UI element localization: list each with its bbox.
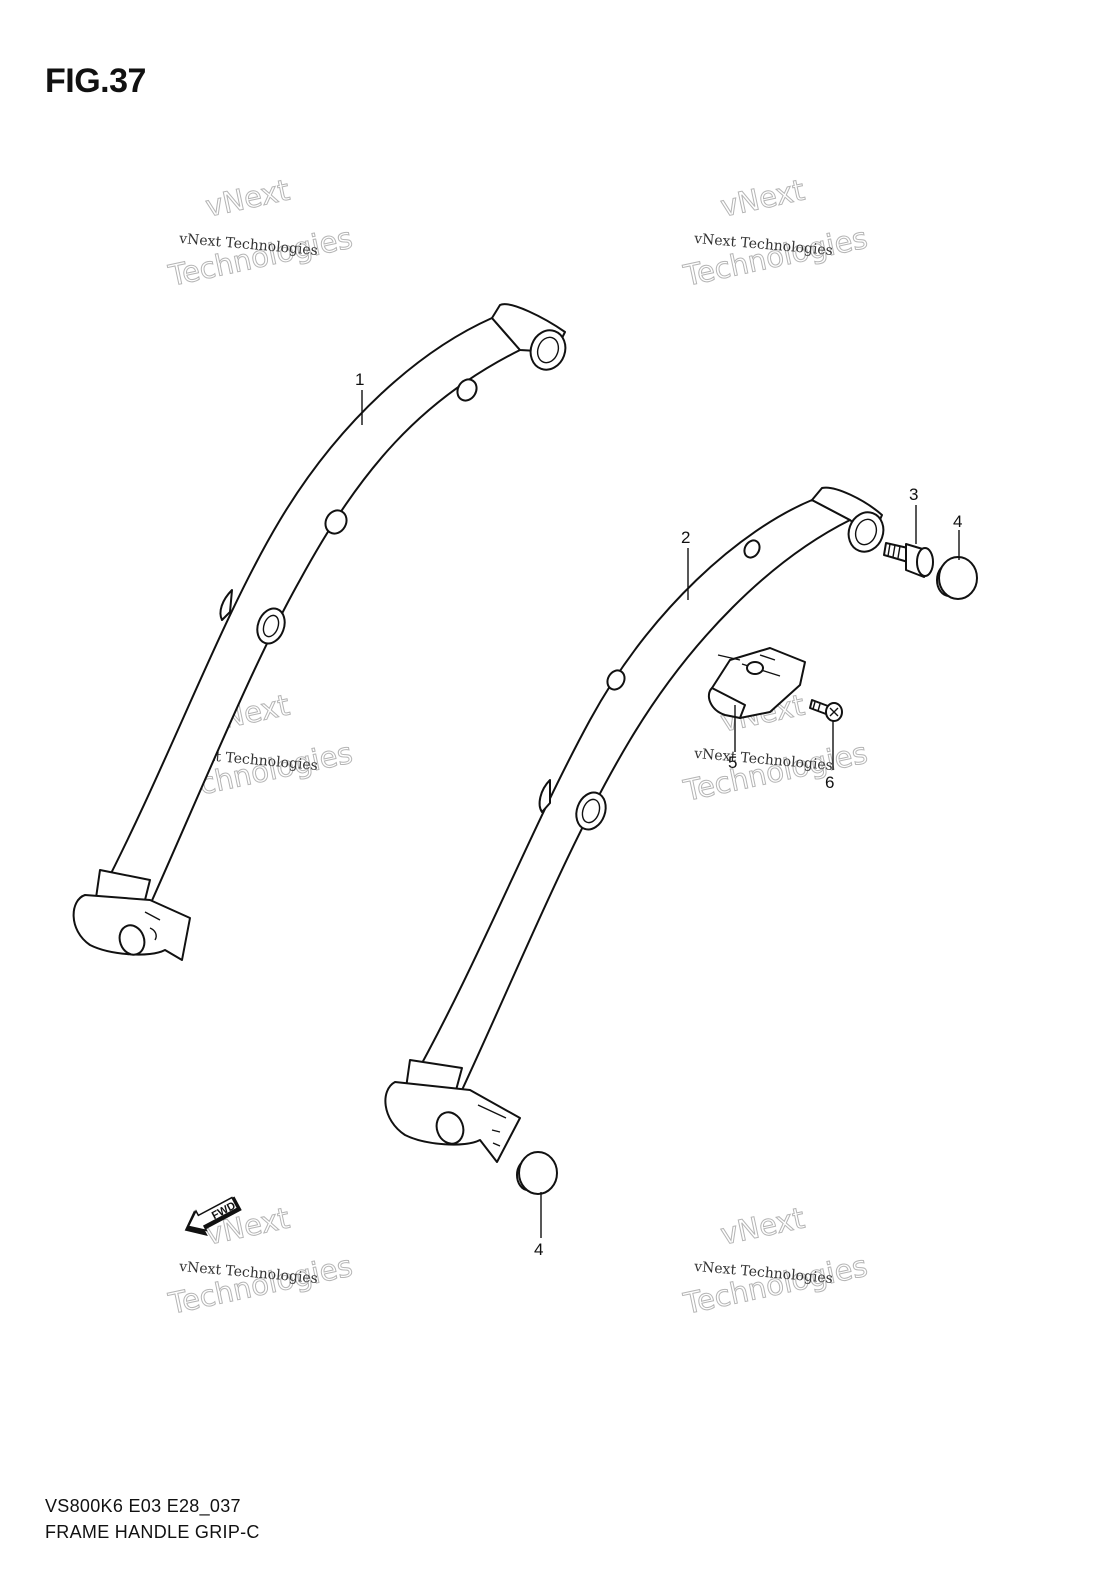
callout-1: 1: [355, 370, 364, 389]
svg-text:vNext: vNext: [717, 173, 807, 224]
watermark-top-right: Technologies vNext vNext Technologies: [680, 172, 871, 293]
handle-grip-right: [384, 486, 885, 1163]
bolt-part-3: [883, 542, 934, 578]
clamp-part-5: [707, 647, 806, 719]
callout-3: 3: [909, 485, 918, 504]
footer-part-name: FRAME HANDLE GRIP-C: [45, 1522, 260, 1542]
callout-4-lower: 4: [534, 1240, 543, 1259]
callout-6: 6: [825, 773, 834, 792]
screw-part-6: [809, 699, 843, 722]
callout-5: 5: [728, 753, 737, 772]
callout-4-upper: 4: [953, 512, 962, 531]
footer-model-code: VS800K6 E03 E28_037: [45, 1496, 241, 1516]
watermark-top-left: Technologies vNext vNext Technologies: [165, 172, 356, 293]
callout-2: 2: [681, 528, 690, 547]
figure-title: FIG.37: [45, 62, 146, 100]
leader-lines: [361, 390, 960, 1238]
handle-grip-left: [72, 303, 567, 961]
cap-part-4-lower: [516, 1151, 558, 1195]
svg-text:vNext: vNext: [202, 173, 292, 224]
svg-text:vNext: vNext: [717, 1201, 807, 1252]
cap-part-4-upper: [936, 556, 978, 600]
watermark-bottom-right: Technologies vNext vNext Technologies: [680, 1200, 871, 1321]
